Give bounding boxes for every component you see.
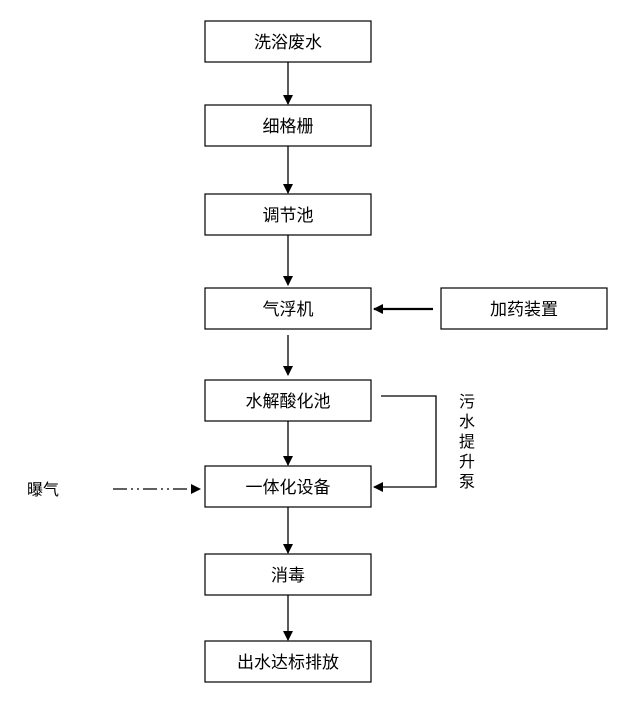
lift-pump-label: 污 水 提 升 泵 bbox=[459, 392, 475, 491]
node-label: 出水达标排放 bbox=[237, 653, 339, 673]
node-label: 水解酸化池 bbox=[246, 392, 331, 412]
lift-pump-char: 水 bbox=[459, 412, 475, 431]
node-dosing-device: 加药装置 bbox=[440, 287, 608, 330]
node-fine-screen: 细格栅 bbox=[204, 104, 372, 147]
lift-pump-char: 升 bbox=[459, 452, 475, 471]
node-label: 消毒 bbox=[271, 566, 305, 586]
node-label: 一体化设备 bbox=[246, 478, 331, 498]
node-integrated-equipment: 一体化设备 bbox=[204, 465, 372, 508]
node-bath-wastewater: 洗浴废水 bbox=[204, 20, 372, 63]
node-label: 细格栅 bbox=[263, 117, 314, 137]
node-label: 调节池 bbox=[263, 206, 314, 226]
node-disinfection: 消毒 bbox=[204, 553, 372, 596]
node-air-flotation: 气浮机 bbox=[204, 287, 372, 330]
node-label: 气浮机 bbox=[263, 300, 314, 320]
lift-pump-char: 污 bbox=[459, 392, 475, 411]
node-hydrolysis-tank: 水解酸化池 bbox=[204, 379, 372, 422]
lift-pump-char: 泵 bbox=[459, 472, 475, 491]
lift-pump-char: 提 bbox=[459, 432, 475, 451]
node-equalization-tank: 调节池 bbox=[204, 193, 372, 236]
aeration-label: 曝气 bbox=[27, 480, 59, 499]
node-label: 加药装置 bbox=[490, 300, 558, 320]
node-label: 洗浴废水 bbox=[254, 33, 322, 53]
node-discharge: 出水达标排放 bbox=[204, 640, 372, 683]
arrow-lift-pump-loop bbox=[373, 395, 437, 492]
